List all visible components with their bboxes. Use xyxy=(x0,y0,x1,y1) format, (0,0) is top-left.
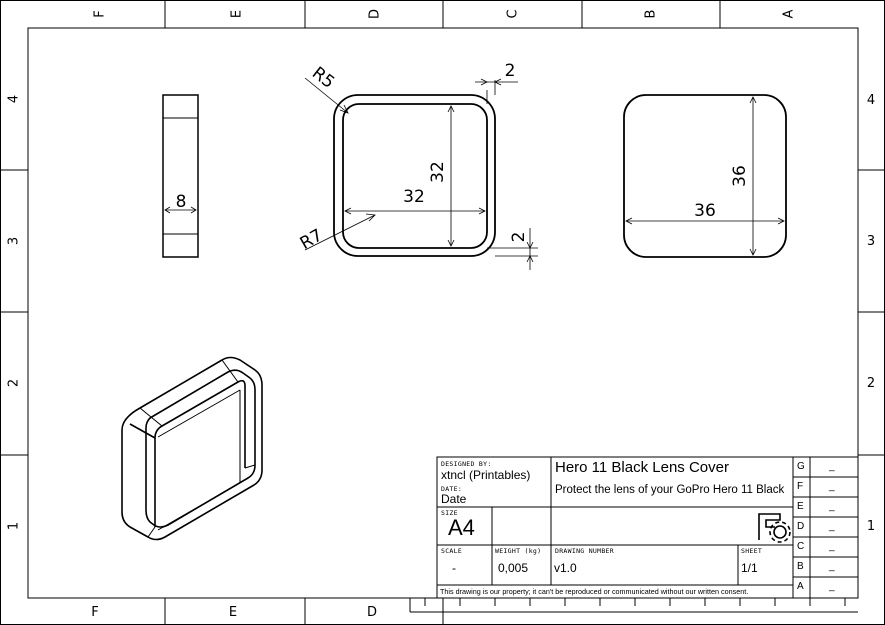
zone-row-right-4: 4 xyxy=(867,93,875,108)
revision-letter: F xyxy=(797,481,804,492)
zone-row-right-1: 1 xyxy=(867,519,875,534)
sheet-value: 1/1 xyxy=(741,561,758,575)
front-view xyxy=(304,77,538,270)
revision-value: _ xyxy=(829,541,835,552)
designed-by-value: xtncl (Printables) xyxy=(441,468,531,482)
revision-letter: B xyxy=(797,561,804,572)
size-value: A4 xyxy=(448,515,475,540)
revision-value: _ xyxy=(829,481,835,492)
weight-label: WEIGHT (kg) xyxy=(495,547,542,555)
side-view xyxy=(162,94,199,258)
dim-back-outer-width: 36 xyxy=(694,201,716,221)
zone-col-bottom-e: E xyxy=(229,605,237,620)
zone-row-left-3: 3 xyxy=(7,237,22,245)
revision-letter: G xyxy=(797,461,805,472)
zone-row-left-4: 4 xyxy=(7,95,22,103)
drawing-subtitle: Protect the lens of your GoPro Hero 11 B… xyxy=(555,484,785,496)
dim-wall-top: 2 xyxy=(505,61,516,81)
scale-value: - xyxy=(452,561,456,575)
designed-by-label: DESIGNED BY: xyxy=(441,460,492,468)
scale-ruler xyxy=(424,598,846,606)
zone-col-top-f: F xyxy=(93,10,108,17)
revision-value: _ xyxy=(829,461,835,472)
drawing-title: Hero 11 Black Lens Cover xyxy=(555,459,729,476)
revision-value: _ xyxy=(829,501,835,512)
date-value: Date xyxy=(441,492,467,506)
weight-value: 0,005 xyxy=(498,561,529,575)
dim-back-outer-height: 36 xyxy=(730,165,750,187)
dim-wall-side: 2 xyxy=(509,232,529,243)
revision-value: _ xyxy=(829,581,835,592)
drawing-number-label: DRAWING NUMBER xyxy=(555,547,614,555)
zone-col-top-e: E xyxy=(230,10,245,18)
zone-col-bottom-f: F xyxy=(91,605,98,620)
zone-col-top-a: A xyxy=(782,9,797,18)
revision-letter: E xyxy=(797,501,804,512)
zone-row-left-2: 2 xyxy=(7,379,22,387)
revision-letter: C xyxy=(797,541,805,552)
dim-radius-inner: R7 xyxy=(297,225,327,254)
isometric-view xyxy=(121,356,263,541)
zone-col-top-d: D xyxy=(368,9,383,19)
dim-side-thickness: 8 xyxy=(176,192,187,212)
drawing-number-value: v1.0 xyxy=(554,561,577,575)
zone-col-top-b: B xyxy=(644,10,659,19)
zone-row-right-2: 2 xyxy=(867,376,875,391)
size-label: SIZE xyxy=(441,509,458,517)
revision-letter: A xyxy=(797,581,804,592)
zone-row-left-1: 1 xyxy=(7,522,22,530)
revision-letter: D xyxy=(797,521,805,532)
date-label: DATE: xyxy=(441,485,463,493)
freecad-logo-icon xyxy=(758,513,791,543)
dim-front-inner-height: 32 xyxy=(428,161,448,183)
revision-value: _ xyxy=(829,561,835,572)
revision-value: _ xyxy=(829,521,835,532)
title-block xyxy=(409,456,859,613)
scale-label: SCALE xyxy=(441,547,463,555)
zone-col-top-c: C xyxy=(506,9,521,18)
zone-col-bottom-d: D xyxy=(367,605,377,620)
sheet-label: SHEET xyxy=(741,547,763,555)
dim-radius-outer: R5 xyxy=(308,63,338,93)
dim-front-inner-width: 32 xyxy=(403,187,425,207)
disclaimer: This drawing is our property; it can't b… xyxy=(440,587,749,596)
zone-row-right-3: 3 xyxy=(867,234,875,249)
back-view xyxy=(623,94,787,258)
